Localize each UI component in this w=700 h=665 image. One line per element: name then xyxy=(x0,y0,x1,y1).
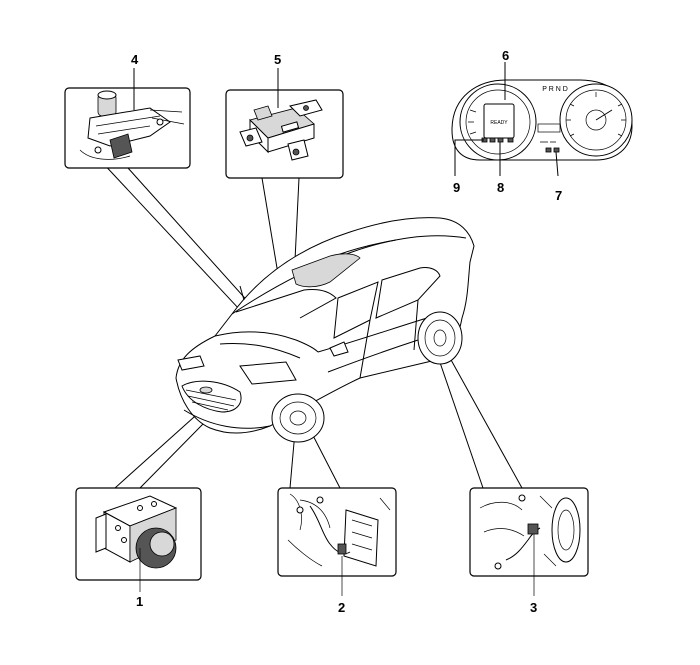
sensor-connector xyxy=(527,523,539,535)
callout-1: 1 xyxy=(136,594,143,609)
warning-lamp xyxy=(507,137,514,143)
callout-9: 9 xyxy=(453,180,460,195)
callout-5: 5 xyxy=(274,52,281,67)
instrument-cluster: READY P R N D xyxy=(451,62,633,177)
detail-box-3 xyxy=(469,487,589,596)
sensor-connector xyxy=(337,543,347,555)
steering-sensor-illustration xyxy=(79,90,185,160)
detail-box-4 xyxy=(64,87,191,169)
display-text: READY xyxy=(490,120,508,126)
warning-lamp xyxy=(489,137,496,143)
detail-box-1 xyxy=(75,487,202,592)
rear-wheel xyxy=(417,311,463,365)
warning-lamp xyxy=(497,137,504,143)
callout-6: 6 xyxy=(502,48,509,63)
callout-3: 3 xyxy=(530,600,537,615)
gear-indicator: P R N D xyxy=(542,86,568,93)
detail-box-5 xyxy=(225,89,344,179)
callout-7: 7 xyxy=(555,188,562,203)
rear-wheel-sensor-illustration xyxy=(479,494,581,596)
front-wheel-sensor-illustration xyxy=(287,493,391,596)
vehicle-illustration xyxy=(175,217,475,443)
warning-lamp xyxy=(545,147,552,153)
callout-4: 4 xyxy=(131,52,139,67)
hecu-illustration xyxy=(95,495,178,592)
callout-2: 2 xyxy=(338,600,345,615)
callout-labels: 4 5 6 9 8 7 1 2 3 xyxy=(131,48,562,615)
warning-lamp xyxy=(553,147,560,153)
detail-box-2 xyxy=(277,487,397,596)
callout-8: 8 xyxy=(497,180,504,195)
yaw-rate-sensor-illustration xyxy=(239,99,323,161)
front-wheel xyxy=(271,393,325,443)
